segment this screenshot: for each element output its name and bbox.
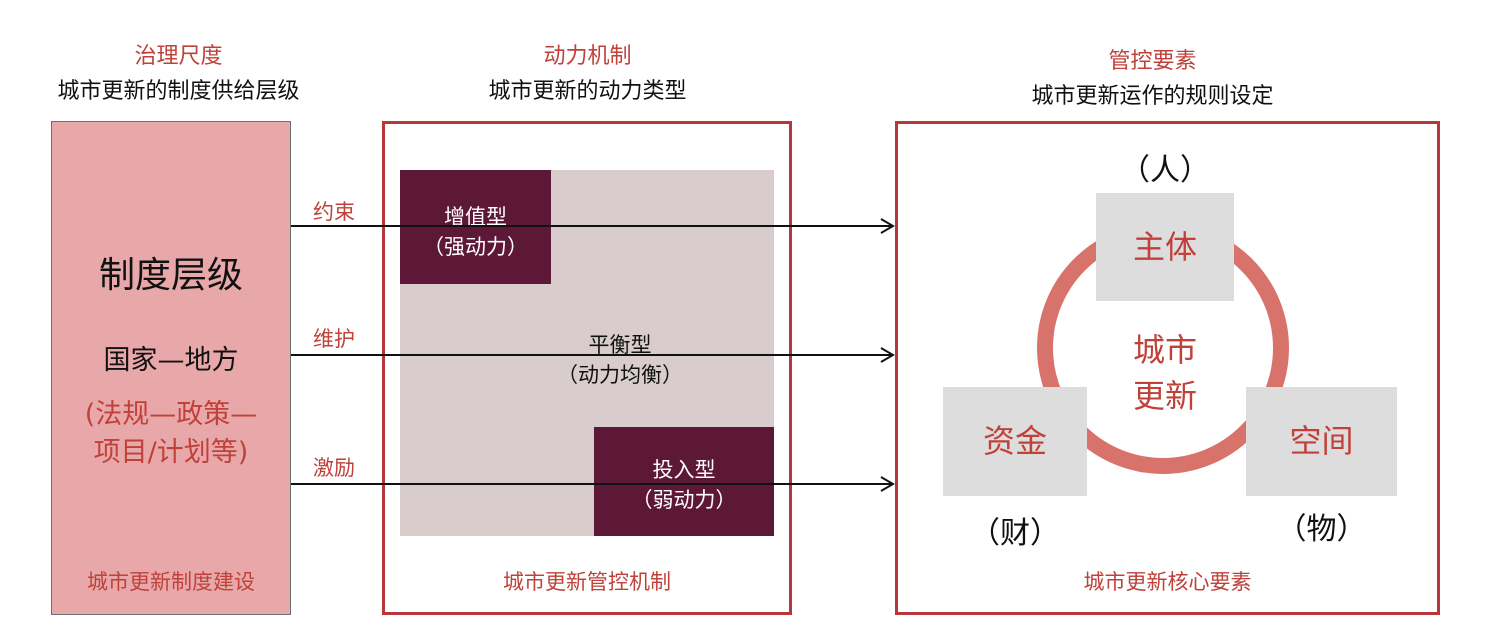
subject-paren: （人） — [1120, 153, 1210, 188]
capital-paren: （财） — [970, 516, 1060, 551]
institution-chain-line2: 项目/计划等) — [93, 437, 249, 468]
invest-box: 投入型 （弱动力） — [594, 427, 774, 536]
invest-title: 投入型 — [652, 458, 716, 482]
institution-scope-label: 国家—地方 — [103, 345, 239, 376]
control-frame — [895, 121, 1440, 615]
subject-label: 主体 — [1132, 228, 1197, 266]
maintain-arrow-head — [880, 347, 895, 363]
dynamics-footer: 城市更新管控机制 — [503, 570, 671, 594]
governance-subtitle: 城市更新的制度供给层级 — [57, 79, 300, 104]
institution-footer: 城市更新制度建设 — [87, 570, 255, 594]
balance-sub: （动力均衡） — [557, 363, 683, 387]
control-title: 管控要素 — [1108, 49, 1197, 74]
institution-chain-line1: (法规—政策— — [84, 399, 258, 430]
institution-level-label: 制度层级 — [98, 255, 243, 296]
space-box: 空间 — [1246, 387, 1397, 496]
control-footer: 城市更新核心要素 — [1083, 570, 1252, 594]
space-label: 空间 — [1289, 422, 1354, 460]
value-add-sub: （强动力） — [423, 235, 528, 259]
core-label: 城市 更新 — [1090, 327, 1240, 419]
capital-box: 资金 — [943, 387, 1087, 496]
dynamics-frame — [382, 121, 792, 615]
maintain-label: 维护 — [313, 327, 355, 351]
institution-box — [51, 121, 291, 615]
governance-title: 治理尺度 — [134, 44, 223, 69]
balance-title: 平衡型 — [588, 333, 652, 357]
constrain-label: 约束 — [313, 200, 355, 224]
dynamics-title: 动力机制 — [543, 44, 632, 69]
core-label-line2: 更新 — [1132, 377, 1197, 415]
dynamics-subtitle: 城市更新的动力类型 — [488, 79, 687, 104]
incentive-label: 激励 — [313, 456, 355, 480]
core-label-line1: 城市 — [1132, 331, 1197, 369]
capital-label: 资金 — [982, 422, 1047, 460]
invest-sub: （弱动力） — [631, 488, 737, 512]
control-subtitle: 城市更新运作的规则设定 — [1031, 84, 1274, 109]
incentive-arrow-head — [880, 476, 895, 492]
institution-chain-label: (法规—政策— 项目/计划等) — [51, 396, 291, 472]
space-paren: （物） — [1276, 512, 1367, 547]
subject-box: 主体 — [1096, 193, 1234, 301]
constrain-arrow-head — [880, 218, 895, 234]
